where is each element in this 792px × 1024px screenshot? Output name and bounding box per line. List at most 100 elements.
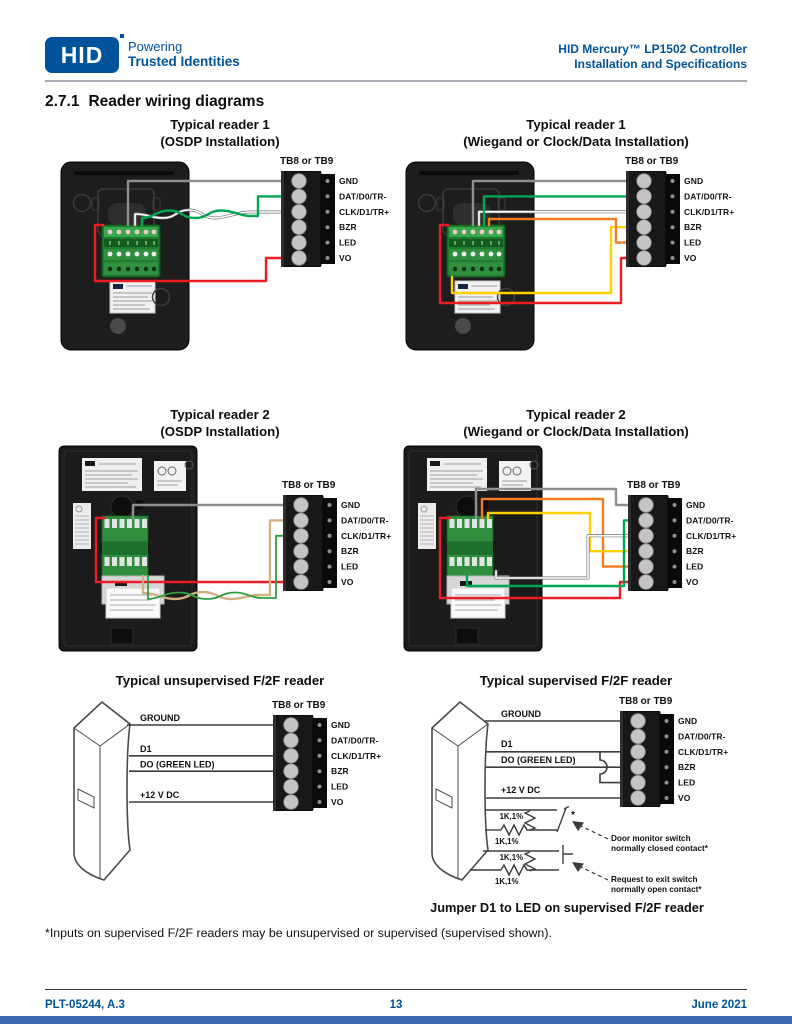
- svg-text:CLK/D1/TR+: CLK/D1/TR+: [339, 207, 389, 217]
- svg-text:BZR: BZR: [341, 546, 359, 556]
- diagram-unsupervised-f2f: TB8 or TB9 GND DAT/D0/TR- CLK/D1/TR+ BZR…: [73, 700, 381, 881]
- svg-text:BZR: BZR: [684, 222, 702, 232]
- hid-logo: HID: [45, 37, 119, 73]
- diagram2-title: Typical reader 1(Wiegand or Clock/Data I…: [463, 117, 689, 149]
- terminal-labels: GND DAT/D0/TR- CLK/D1/TR+ BZR LED VO: [684, 176, 734, 263]
- svg-text:Door monitor switch: Door monitor switch: [611, 834, 691, 843]
- diagram3-title: Typical reader 2(OSDP Installation): [160, 407, 280, 439]
- svg-text:DAT/D0/TR-: DAT/D0/TR-: [341, 515, 389, 525]
- svg-text:VO: VO: [686, 577, 699, 587]
- footer-rule: [45, 989, 747, 990]
- terminal-labels: GND DAT/D0/TR- CLK/D1/TR+ BZR LED VO: [341, 500, 391, 587]
- terminal-block: [620, 711, 675, 807]
- terminal-labels: GND DAT/D0/TR- CLK/D1/TR+ BZR LED VO: [678, 716, 728, 803]
- svg-text:VO: VO: [341, 577, 354, 587]
- svg-text:DO (GREEN LED): DO (GREEN LED): [501, 755, 576, 765]
- bottom-blue-bar: [0, 1016, 792, 1024]
- wire-yellow-bzr: [450, 226, 646, 295]
- svg-text:DO (GREEN LED): DO (GREEN LED): [140, 760, 215, 770]
- svg-text:VO: VO: [684, 253, 697, 263]
- footer-date: June 2021: [691, 999, 747, 1011]
- footer-doc-number: PLT-05244, A.3: [45, 999, 125, 1011]
- wire-tan-dat: [141, 519, 303, 601]
- wire-red-vo: [438, 223, 646, 305]
- diagram-supervised-f2f: TB8 or TB9 GND DAT/D0/TR- CLK/D1/TR+ BZR…: [430, 696, 728, 915]
- svg-text:LED: LED: [684, 238, 701, 248]
- footer-page-number: 13: [389, 999, 403, 1011]
- wire-yellow-bzr: [486, 511, 648, 553]
- svg-text:GROUND: GROUND: [501, 709, 541, 719]
- svg-text:VO: VO: [678, 793, 691, 803]
- rex-circuit: [470, 845, 573, 877]
- wire-green-dat: [482, 195, 646, 227]
- svg-text:GND: GND: [341, 500, 360, 510]
- svg-text:LED: LED: [339, 238, 356, 248]
- wire-gray-gnd: [126, 179, 301, 227]
- diagram-reader1-wiegand: TB8 or TB9 GND DAT/D0/TR- CLK/D1/TR+ BZR…: [405, 156, 734, 351]
- svg-text:normally closed contact*: normally closed contact*: [611, 844, 709, 853]
- terminal-block: [628, 495, 683, 591]
- svg-text:GND: GND: [339, 176, 358, 186]
- svg-text:+12 V DC: +12 V DC: [140, 790, 180, 800]
- asterisk-mark: *: [571, 810, 575, 821]
- reader2-device-icon: [403, 445, 543, 652]
- wire-white-clk: [495, 535, 647, 579]
- arrow-head-icon: [572, 821, 584, 831]
- svg-text:CLK/D1/TR+: CLK/D1/TR+: [341, 531, 391, 541]
- terminal-block: [273, 715, 328, 811]
- section-title: Reader wiring diagrams: [88, 93, 265, 110]
- svg-text:normally open contact*: normally open contact*: [611, 885, 702, 894]
- footnote: *Inputs on supervised F/2F readers may b…: [45, 926, 552, 940]
- tb-title: TB8 or TB9: [272, 700, 326, 711]
- logo-tagline-2: Trusted Identities: [128, 54, 240, 69]
- tb-title: TB8 or TB9: [619, 696, 673, 707]
- registered-mark-icon: [120, 34, 124, 38]
- f2f-reader-icon: [431, 701, 489, 881]
- door-monitor-circuit: [485, 805, 570, 837]
- wire-green-dat: [140, 195, 301, 227]
- terminal-labels: GND DAT/D0/TR- CLK/D1/TR+ BZR LED VO: [331, 720, 381, 807]
- wire-labels: GROUND D1 DO (GREEN LED) +12 V DC: [501, 709, 576, 795]
- tb-title: TB8 or TB9: [627, 480, 681, 491]
- diagram5-title: Typical unsupervised F/2F reader: [115, 673, 325, 688]
- svg-text:DAT/D0/TR-: DAT/D0/TR-: [339, 191, 387, 201]
- svg-text:CLK/D1/TR+: CLK/D1/TR+: [678, 747, 728, 757]
- svg-text:GND: GND: [686, 500, 705, 510]
- svg-text:BZR: BZR: [339, 222, 357, 232]
- wire-jumper-d1-led: [599, 751, 638, 784]
- resistor-icon: [500, 863, 529, 877]
- document-title-line1: HID Mercury™ LP1502 Controller: [558, 42, 747, 56]
- svg-text:DAT/D0/TR-: DAT/D0/TR-: [686, 515, 734, 525]
- svg-text:CLK/D1/TR+: CLK/D1/TR+: [684, 207, 734, 217]
- terminal-labels: GND DAT/D0/TR- CLK/D1/TR+ BZR LED VO: [686, 500, 736, 587]
- wire-orange-led: [480, 497, 648, 568]
- header-rule: [45, 80, 747, 82]
- diagram4-title: Typical reader 2(Wiegand or Clock/Data I…: [463, 407, 689, 439]
- tb-title: TB8 or TB9: [625, 156, 679, 167]
- svg-text:GROUND: GROUND: [140, 713, 180, 723]
- resistor-icon: [523, 851, 537, 872]
- arrow-head-icon: [572, 862, 584, 872]
- svg-text:GND: GND: [678, 716, 697, 726]
- svg-text:1K,1%: 1K,1%: [500, 812, 523, 821]
- reader1-device-icon: [405, 161, 535, 351]
- tb-title: TB8 or TB9: [282, 480, 336, 491]
- svg-text:D1: D1: [140, 744, 152, 754]
- f2f-reader-icon: [73, 701, 131, 881]
- terminal-block: [283, 495, 338, 591]
- tb-title: TB8 or TB9: [280, 156, 334, 167]
- switch-annotations: Door monitor switch normally closed cont…: [611, 834, 709, 894]
- svg-text:CLK/D1/TR+: CLK/D1/TR+: [686, 531, 736, 541]
- resistor-icon: [523, 810, 537, 831]
- arrow-line: [580, 825, 609, 840]
- svg-text:CLK/D1/TR+: CLK/D1/TR+: [331, 751, 381, 761]
- svg-text:D1: D1: [501, 739, 513, 749]
- svg-text:VO: VO: [331, 797, 344, 807]
- wire-white-clk: [478, 211, 645, 226]
- svg-text:1K,1%: 1K,1%: [495, 837, 518, 846]
- svg-text:BZR: BZR: [331, 766, 349, 776]
- terminal-block: [626, 171, 681, 267]
- wire-green-clk: [147, 534, 302, 600]
- document-title-line2: Installation and Specifications: [574, 57, 747, 71]
- svg-text:LED: LED: [341, 562, 358, 572]
